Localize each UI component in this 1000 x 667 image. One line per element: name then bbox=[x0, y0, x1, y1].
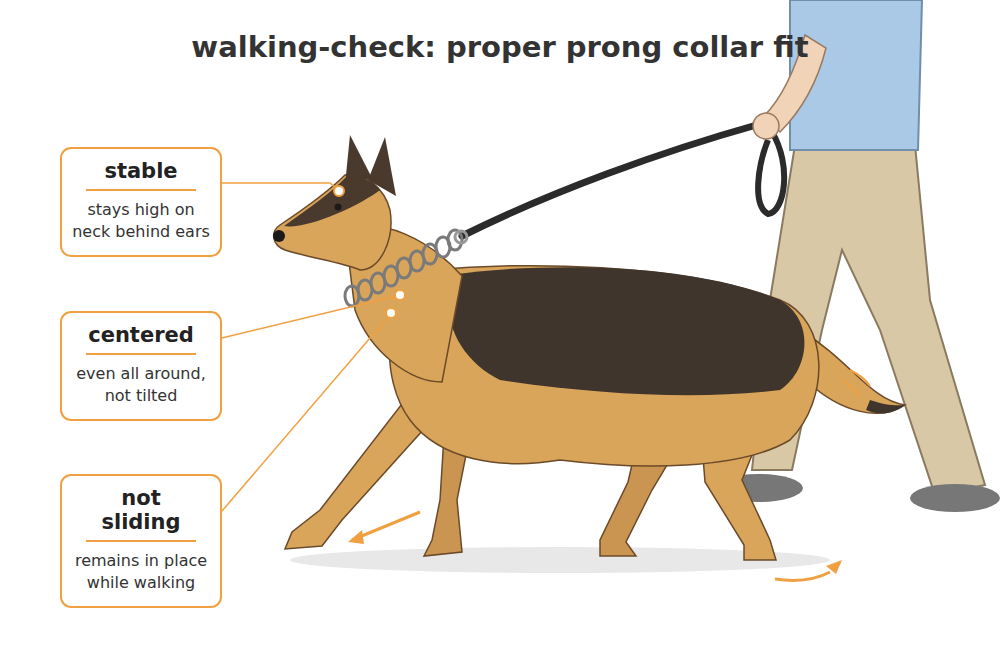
leader-line bbox=[222, 183, 336, 188]
leash-loop bbox=[758, 132, 784, 214]
eye bbox=[335, 204, 342, 211]
leader-dot bbox=[395, 290, 405, 300]
head bbox=[274, 174, 391, 270]
leader-dot bbox=[386, 308, 396, 318]
ear bbox=[345, 135, 372, 185]
callout-text: even all around, not tilted bbox=[72, 363, 210, 406]
leader-line bbox=[222, 317, 388, 511]
leader-dot bbox=[334, 186, 344, 196]
motion-arrow bbox=[775, 572, 830, 580]
collar-ring bbox=[455, 231, 467, 243]
shoe bbox=[910, 484, 1000, 512]
arrow-head bbox=[826, 560, 842, 574]
hand bbox=[753, 113, 779, 139]
front-leg bbox=[285, 400, 432, 549]
callout-heading: stable bbox=[86, 159, 196, 191]
motion-mark bbox=[842, 370, 870, 396]
tail-tip bbox=[866, 400, 905, 414]
callout-heading: not sliding bbox=[86, 486, 196, 542]
leash bbox=[462, 124, 760, 236]
callout-text: remains in place while walking bbox=[72, 550, 210, 593]
diagram-title: walking-check: proper prong collar fit bbox=[0, 30, 1000, 64]
prong-collar bbox=[345, 230, 462, 306]
arrow-head bbox=[348, 530, 364, 544]
nose bbox=[273, 230, 285, 242]
saddle bbox=[447, 267, 804, 395]
callout-box: centered even all around, not tilted bbox=[60, 311, 222, 421]
callout-text: stays high on neck behind ears bbox=[72, 199, 210, 242]
callout-box: stable stays high on neck behind ears bbox=[60, 147, 222, 257]
leader-line bbox=[222, 296, 396, 338]
callout-heading: centered bbox=[86, 323, 196, 355]
ear bbox=[368, 137, 396, 196]
callout-box: not sliding remains in place while walkin… bbox=[60, 474, 222, 608]
